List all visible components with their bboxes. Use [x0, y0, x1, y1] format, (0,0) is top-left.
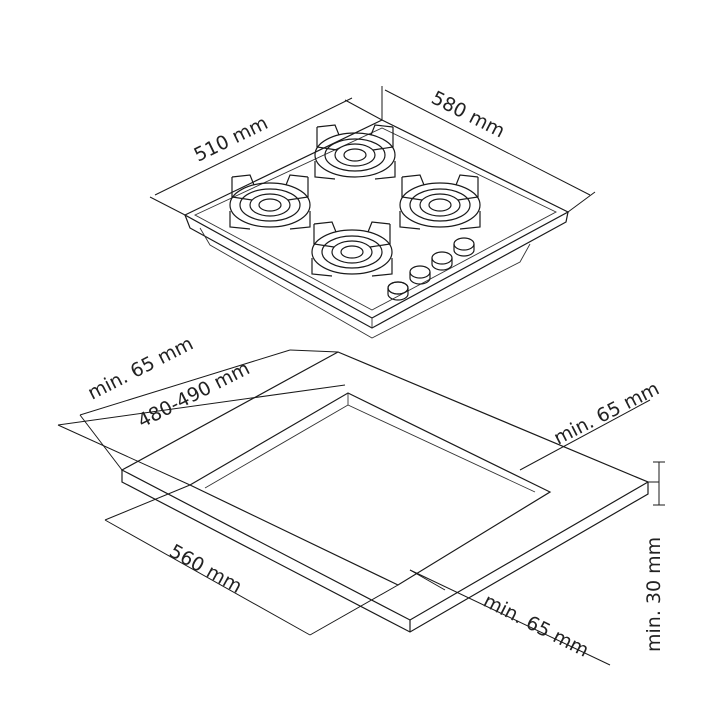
side-margin-label: min. 65 mm	[550, 378, 663, 450]
burner-rear	[314, 124, 396, 180]
cutout-width-dimension	[104, 484, 399, 636]
burner-left	[229, 174, 311, 230]
burner-right	[399, 174, 481, 230]
knob-3	[431, 251, 453, 271]
knob-4	[453, 237, 475, 257]
cutout-width-label: 560 mm	[166, 540, 246, 598]
cutout-side-margin-dimension	[519, 399, 651, 471]
worktop-edge	[121, 470, 649, 633]
hob-casing	[199, 227, 531, 339]
worktop-thickness-dimension	[648, 461, 665, 506]
worktop-thickness-label: min. 30 mm	[643, 537, 665, 652]
cutout-rear-margin-dimension	[79, 349, 339, 471]
cutout-inner-edge	[204, 404, 536, 493]
hob-glass-edge	[193, 127, 557, 311]
worktop-drawing	[57, 349, 665, 666]
hob-drawing	[149, 86, 596, 339]
hob-depth-label: 510 mm	[191, 112, 272, 167]
front-margin-label: min. 65 mm	[480, 590, 593, 662]
burner-front	[311, 221, 393, 277]
knob-2	[409, 265, 431, 285]
knob-1	[387, 281, 409, 301]
hob-depth-dimension	[149, 97, 383, 216]
hob-width-dimension	[381, 86, 596, 213]
cutout-opening	[188, 392, 552, 586]
hob-width-label: 580 mm	[428, 87, 509, 143]
cutout-depth-dimension	[57, 384, 346, 486]
cutout-front-margin-dimension	[409, 569, 611, 666]
